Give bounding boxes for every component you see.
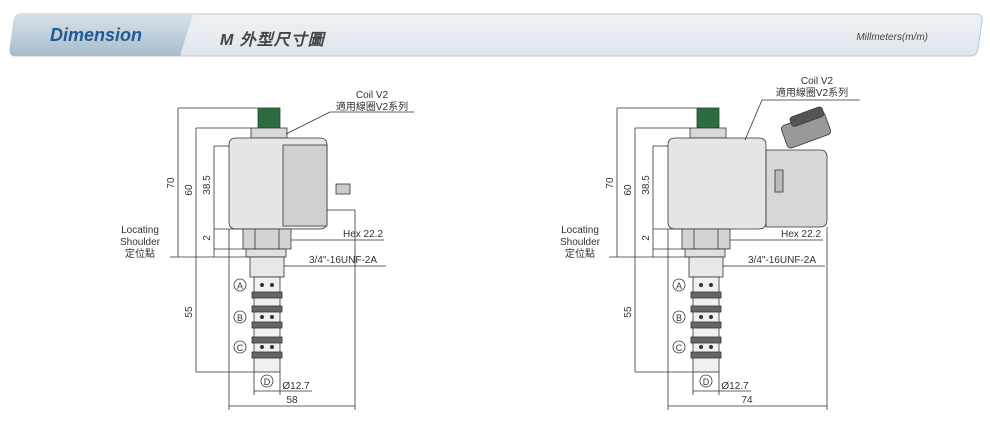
left-port-a: A xyxy=(237,281,243,291)
left-dim-2: 2 xyxy=(202,235,213,241)
unit-label: Millmeters(m/m) xyxy=(856,32,928,43)
right-coil-body xyxy=(667,137,767,230)
dimension-drawing: Coil V2 適用線圈V2系列 Locating Shoulder 定位點 H… xyxy=(120,76,860,410)
left-labels: Coil V2 適用線圈V2系列 Locating Shoulder 定位點 H… xyxy=(120,90,408,406)
right-valve-drawing xyxy=(609,99,860,410)
right-labels: Coil V2 適用線圈V2系列 Locating Shoulder 定位點 H… xyxy=(560,76,848,406)
tab-title: Dimension xyxy=(50,25,143,45)
left-dim-70: 70 xyxy=(166,177,177,189)
right-connector-body xyxy=(765,149,828,228)
right-dim-60: 60 xyxy=(623,184,634,196)
right-port-b: B xyxy=(676,313,682,323)
right-diameter-label: Ø12.7 xyxy=(721,381,749,392)
right-port-d: D xyxy=(703,377,710,387)
right-locating-line3: 定位點 xyxy=(565,247,595,260)
right-coil-label-cn: 適用線圈V2系列 xyxy=(776,86,848,99)
right-coil-label: Coil V2 xyxy=(801,76,834,87)
left-dim-38-5: 38.5 xyxy=(202,175,213,195)
left-knob-icon xyxy=(257,107,281,129)
right-dim-55: 55 xyxy=(623,306,634,318)
section-title: M 外型尺寸圖 xyxy=(220,32,325,49)
left-port-c: C xyxy=(237,343,244,353)
right-hex-nut xyxy=(681,228,731,250)
right-locating-line2: Shoulder xyxy=(560,237,601,248)
left-dim-60: 60 xyxy=(184,184,195,196)
left-valve-drawing xyxy=(170,107,414,410)
banner-background xyxy=(9,13,983,57)
right-knob-icon xyxy=(696,107,720,129)
left-dim-55: 55 xyxy=(184,306,195,318)
left-width-label: 58 xyxy=(286,395,298,406)
left-locating-line2: Shoulder xyxy=(120,237,161,248)
left-locating-line1: Locating xyxy=(121,225,159,236)
right-hex-label: Hex 22.2 xyxy=(781,229,821,240)
right-width-label: 74 xyxy=(741,395,753,406)
right-dim-2: 2 xyxy=(641,235,652,241)
right-locating-line1: Locating xyxy=(561,225,599,236)
header-banner: Dimension M 外型尺寸圖 Millmeters(m/m) xyxy=(8,13,984,57)
left-locating-line3: 定位點 xyxy=(125,247,155,260)
left-hex-label: Hex 22.2 xyxy=(343,229,383,240)
left-coil-label-cn: 適用線圈V2系列 xyxy=(336,100,408,113)
left-coil-label: Coil V2 xyxy=(356,90,389,101)
right-dim-38-5: 38.5 xyxy=(641,175,652,195)
right-port-c: C xyxy=(676,343,683,353)
left-diameter-label: Ø12.7 xyxy=(282,381,310,392)
left-hex-nut xyxy=(242,228,292,250)
right-dim-70: 70 xyxy=(605,177,616,189)
right-port-a: A xyxy=(676,281,682,291)
left-port-b: B xyxy=(237,313,243,323)
left-thread-label: 3/4"-16UNF-2A xyxy=(309,255,377,266)
left-port-d: D xyxy=(264,377,271,387)
right-thread-label: 3/4"-16UNF-2A xyxy=(748,255,816,266)
